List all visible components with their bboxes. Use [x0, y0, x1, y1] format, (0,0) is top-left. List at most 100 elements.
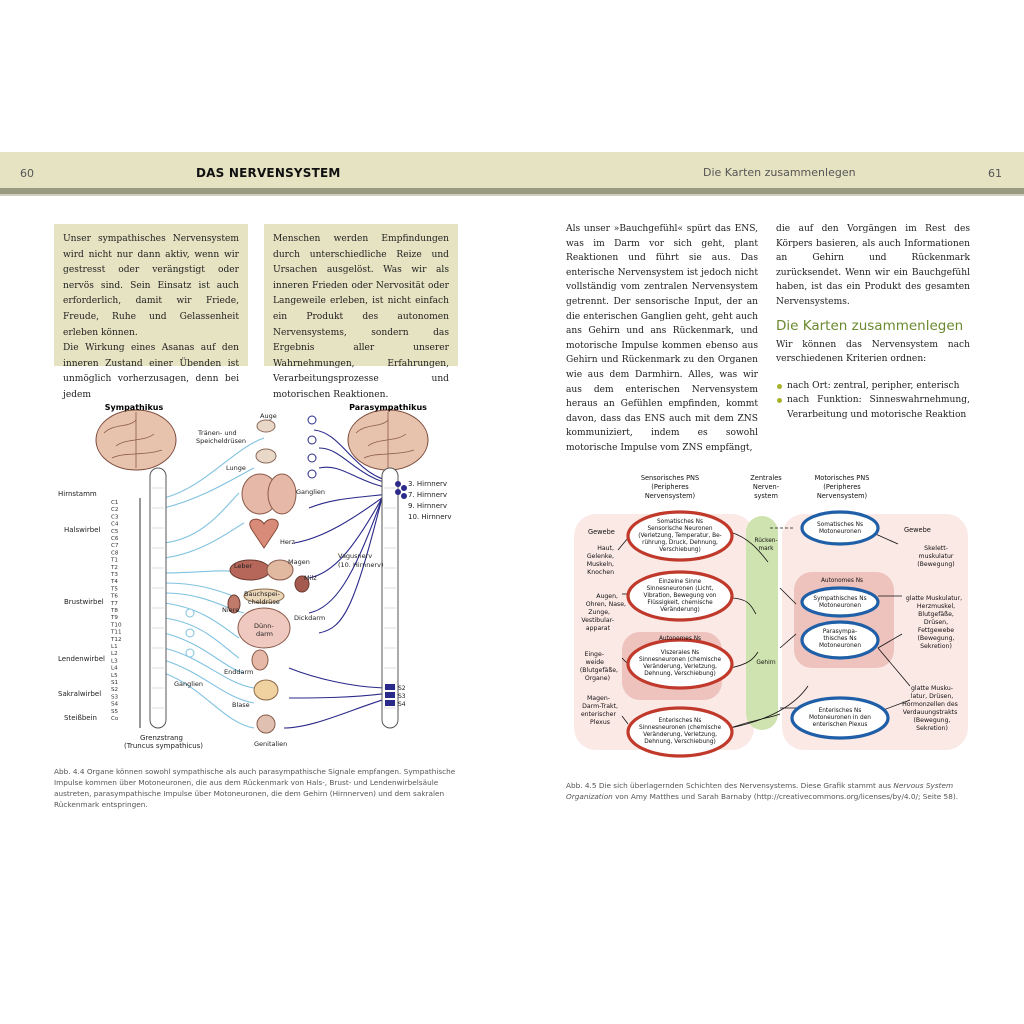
- header-rule: [0, 188, 1024, 194]
- left-label: apparat: [586, 625, 611, 632]
- vertebra-label: S4: [111, 702, 119, 708]
- head-central: system: [754, 492, 778, 500]
- vertebra-label: L4: [111, 666, 118, 672]
- figure-caption-4-4: Abb. 4.4 Organe können sowohl sympathisc…: [54, 767, 456, 809]
- motor-node-text: Motoneuronen: [819, 643, 861, 649]
- vertebra-label: L5: [111, 673, 118, 679]
- info-box-2: Menschen werden Empfindungen durch unter…: [264, 224, 458, 400]
- vertebra-label: C3: [111, 514, 119, 520]
- intestine-icon: [237, 607, 291, 649]
- organs: [227, 419, 310, 734]
- caption-source-title: Nervous System Organization: [566, 781, 954, 801]
- lung-icon: [267, 473, 297, 515]
- label-sacral: S4: [398, 701, 406, 708]
- vertebra-label: T9: [110, 615, 118, 621]
- label-cranial: 9. Hirnnerv: [408, 502, 447, 510]
- bladder-icon: [253, 679, 279, 701]
- sensory-node-text: Veränderung, Verletzung,: [643, 732, 717, 738]
- right-label: glatte Muskulatur,: [906, 595, 962, 602]
- vertebra-label: T1: [110, 558, 118, 564]
- right-label: (Bewegung): [917, 561, 954, 568]
- label-enddarm: Enddarm: [224, 668, 253, 676]
- sensory-node-text: Dehnung, Verschiebung): [644, 739, 716, 745]
- sensory-node-text: (Verletzung, Temperatur, Be-: [638, 533, 722, 539]
- vertebra-label: T8: [110, 608, 118, 614]
- head-motor: (Peripheres: [823, 483, 861, 491]
- label-bauch2: cheldrüse: [248, 598, 280, 606]
- info-box-2-p1: Menschen werden Empfindungen durch unter…: [273, 234, 449, 400]
- body-column-2: die auf den Vorgängen im Rest des Körper…: [776, 222, 970, 423]
- label-vagus1: Vagusnerv: [338, 552, 372, 560]
- heart-icon: [249, 518, 279, 549]
- sensory-node-text: rührung, Druck, Dehnung,: [642, 540, 718, 546]
- left-label: Knochen: [587, 569, 614, 576]
- left-label: enterischer: [581, 711, 617, 718]
- header-rule-thin: [0, 194, 1024, 196]
- label-cranial: 10. Hirnnerv: [408, 513, 452, 521]
- criteria-item: nach Ort: zentral, peripher, enterisch: [776, 379, 970, 394]
- ganglia-bottom: [185, 608, 195, 658]
- head-sensory: (Peripheres: [651, 483, 689, 491]
- label-bauch1: Bauchspei-: [244, 590, 281, 598]
- motor-node-text: Somatisches Ns: [817, 522, 863, 528]
- vertebra-label: S1: [111, 680, 119, 686]
- figure-caption-4-5: Abb. 4.5 Die sich überlagernden Schichte…: [566, 780, 968, 802]
- right-label: (Bewegung,: [914, 717, 951, 724]
- left-label: (Blutgefäße,: [580, 667, 618, 674]
- rectum-icon: [251, 649, 269, 671]
- label-vagus2: (10. Hirnnerv): [338, 561, 383, 569]
- vertebra-label: C2: [111, 507, 118, 513]
- sensory-node-text: Sinnesneuronen (chemische: [639, 725, 722, 731]
- vertebra-label: T7: [110, 601, 118, 607]
- left-label: Gelenke,: [587, 553, 614, 560]
- page-number-right: 61: [988, 167, 1002, 180]
- label-milz: Milz: [304, 574, 317, 582]
- right-label: Sekretion): [916, 725, 948, 732]
- parasympathetic-nuclei: [385, 481, 407, 706]
- figure-autonomic-nervous-system: Sympathikus Parasympathikus Auge Tränen-…: [58, 403, 452, 750]
- body-column-1: Als unser »Bauchgefühl« spürt das ENS, w…: [566, 222, 758, 456]
- label-niere: Niere: [222, 606, 239, 614]
- label-grenz2: (Truncus sympathicus): [124, 742, 203, 750]
- sensory-node-text: Flüssigkeit, chemische: [647, 600, 713, 606]
- right-label: Skelett-: [924, 545, 948, 552]
- sensory-node-text: Einzelne Sinne: [659, 579, 702, 585]
- right-label: Sekretion): [920, 643, 952, 650]
- stomach-icon: [266, 559, 294, 581]
- info-box-1-p1: Unser sympathisches Nervensystem wird ni…: [63, 234, 239, 338]
- head-sensory: Nervensystem): [645, 492, 695, 500]
- label-speichel: Speicheldrüsen: [196, 437, 246, 445]
- vertebra-label: T12: [110, 637, 122, 643]
- label-sacral: S3: [398, 693, 406, 700]
- brain-right-icon: [347, 409, 429, 471]
- figure-nervous-system-layers: Sensorisches PNS (Peripheres Nervensyste…: [574, 474, 968, 758]
- vertebra-label: L3: [111, 658, 118, 664]
- label-dickdarm: Dickdarm: [294, 614, 325, 622]
- brain-left-icon: [95, 409, 177, 471]
- vertebra-label: C7: [111, 543, 119, 549]
- sensory-node-text: Sensorische Neuronen: [647, 526, 712, 532]
- central-ns-bar: [746, 516, 778, 730]
- label-magen: Magen: [288, 558, 310, 566]
- central-label: Rücken-: [754, 538, 777, 544]
- caption-part: von Amy Matthes und Sarah Barnaby (http:…: [612, 792, 959, 801]
- motor-node-text: Motoneuronen in den: [809, 715, 871, 721]
- vertebra-label: T5: [110, 586, 118, 592]
- label-ganglien-top: Ganglien: [296, 488, 325, 496]
- right-label: glatte Musku-: [911, 685, 953, 692]
- left-label: Darm-Trakt,: [582, 703, 618, 710]
- page-number-left: 60: [20, 167, 34, 180]
- label-cranial: 3. Hirnnerv: [408, 480, 447, 488]
- caption-part: Abb. 4.5 Die sich überlagernden Schichte…: [566, 781, 894, 790]
- right-label: (Bewegung,: [918, 635, 955, 642]
- vertebra-label: T10: [110, 622, 122, 628]
- vertebra-label: C4: [111, 522, 119, 528]
- vertebra-label: T11: [110, 630, 122, 636]
- label-duenn2: darm: [256, 630, 273, 638]
- central-label: mark: [759, 546, 775, 552]
- vertebra-label: T6: [110, 594, 118, 600]
- motor-node-text: Motoneuronen: [819, 603, 861, 609]
- sensory-node-text: Enterisches Ns: [659, 718, 702, 724]
- vertebra-label: T3: [110, 572, 118, 578]
- criteria-list: nach Ort: zentral, peripher, enterisch n…: [776, 379, 970, 423]
